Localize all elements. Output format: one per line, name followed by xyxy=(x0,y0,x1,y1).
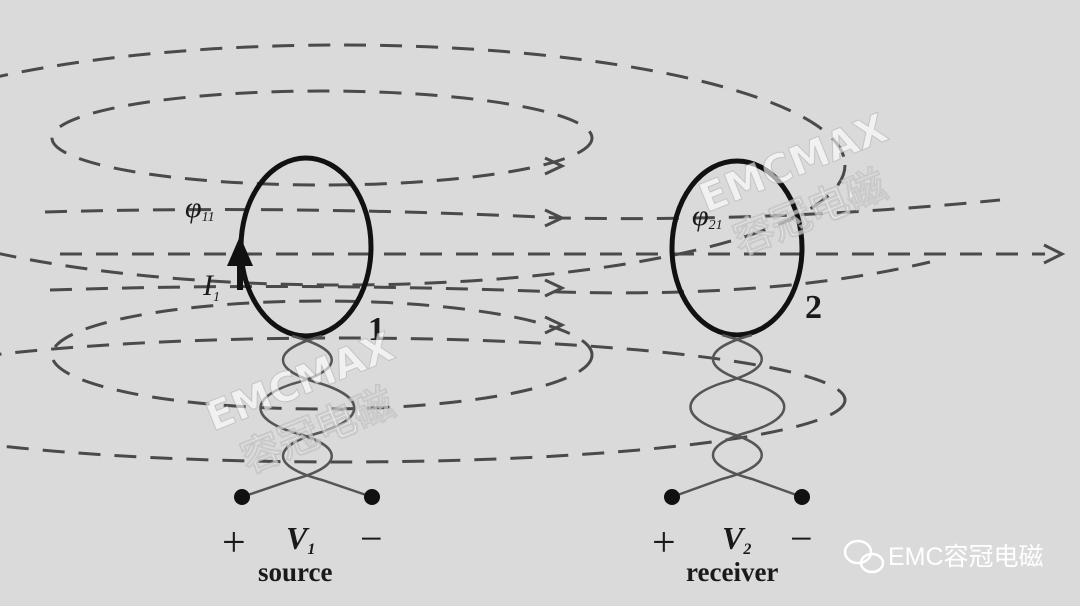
flux-outer-top xyxy=(0,43,847,287)
v1-label: V1 xyxy=(286,520,315,558)
phi11-label: φ11 xyxy=(185,191,215,225)
flux-arrow-1 xyxy=(544,156,566,176)
source-caption: source xyxy=(258,557,333,587)
loop-1-label: 1 xyxy=(368,311,385,348)
receiver-loop xyxy=(664,158,810,505)
flux-arrow-3 xyxy=(1043,243,1066,265)
flux-inner-top xyxy=(50,89,594,187)
source-terminal-plus xyxy=(234,489,250,505)
v1-plus-sign: + xyxy=(222,520,246,566)
i1-label: I1 xyxy=(202,269,220,305)
flux-inner-bottom xyxy=(50,299,594,411)
brand-text: EMC容冠电磁 xyxy=(888,543,1044,571)
brand-badge: EMC容冠电磁 xyxy=(843,539,1044,574)
flux-arrow-4 xyxy=(544,278,566,298)
flux-outer-bottom xyxy=(0,336,847,464)
receiver-caption: receiver xyxy=(686,557,778,587)
phi21-label: φ21 xyxy=(692,199,723,233)
loop-2-label: 2 xyxy=(805,289,822,326)
flux-arrow-5 xyxy=(544,315,566,335)
current-arrow-head xyxy=(227,236,253,266)
wechat-icon xyxy=(843,539,885,574)
v2-plus-sign: + xyxy=(652,520,676,566)
receiver-terminal-minus xyxy=(794,489,810,505)
receiver-terminal-plus xyxy=(664,489,680,505)
source-twisted-leads xyxy=(241,334,373,499)
loop-2-ring xyxy=(669,158,805,338)
v1-minus-sign: − xyxy=(360,516,383,561)
v2-label: V2 xyxy=(722,520,751,558)
flux-arrows xyxy=(544,156,1066,335)
flux-arrow-2 xyxy=(544,208,566,228)
source-terminal-minus xyxy=(364,489,380,505)
watermark-bottom: EMCMAX 容冠电磁 xyxy=(199,323,401,483)
source-loop xyxy=(227,155,380,505)
flux-line-lower xyxy=(49,260,931,295)
v2-minus-sign: − xyxy=(790,516,813,561)
receiver-twisted-leads xyxy=(671,333,803,499)
flux-lines xyxy=(0,43,1045,464)
